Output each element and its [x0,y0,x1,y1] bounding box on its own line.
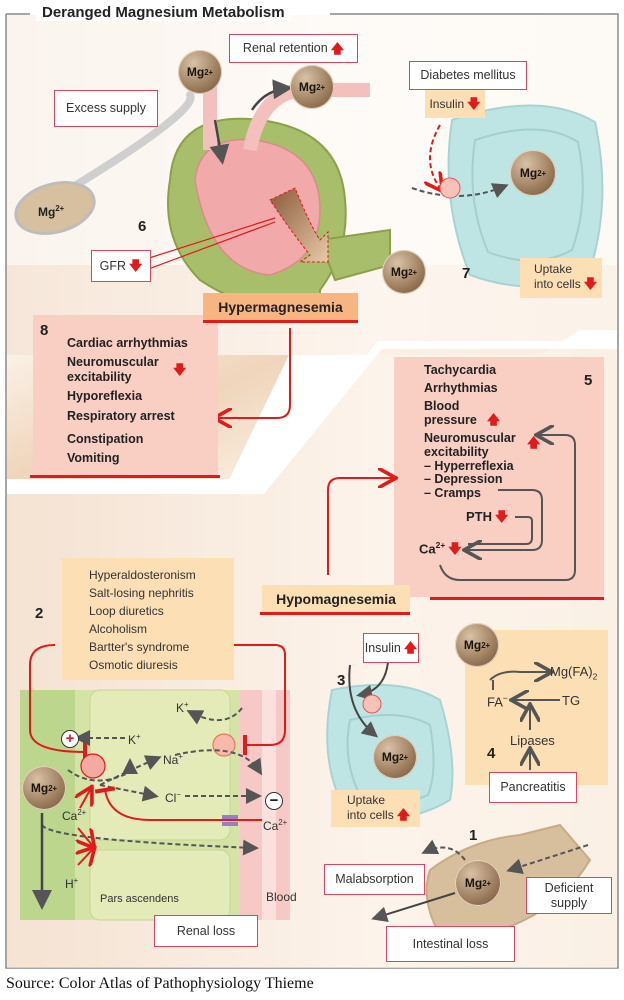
hypermagnesemia-header: Hypermagnesemia [203,293,358,320]
arrow-up-icon: 🡅 [486,412,501,428]
nkcc-transporter [80,753,106,779]
arrow-up-icon: 🡅 [527,435,541,450]
arrow-down-icon: 🡇 [495,509,509,524]
h-ion-label: H+ [65,876,79,891]
symptom-item: Vomiting [67,451,120,466]
mg-fa-label: Mg(FA)2 [550,664,598,682]
section-number-2: 2 [35,605,44,622]
figure-title: Deranged Magnesium Metabolism [36,4,291,21]
arrow-up-icon: 🡅 [396,807,411,823]
plus-charge-icon: + [61,730,79,748]
pars-ascendens-label: Pars ascendens [100,893,179,905]
minus-charge-icon: − [265,792,283,810]
cause-item: Hyperaldosteronism [89,568,196,582]
ca-ion-label-blood: Ca2+ [263,818,288,833]
intestinal-loss-box: Intestinal loss [386,926,515,962]
frame-border [5,13,619,969]
malabsorption-box: Malabsorption [324,864,425,895]
cause-item: Osmotic diuresis [89,658,178,672]
symptom-item: – Hyperreflexia [424,458,514,473]
section-number-3: 3 [337,672,346,689]
ca-ion-label-lumen: Ca2+ [62,808,87,823]
arrow-down-icon: 🡇 [583,276,598,292]
arrow-down-icon: 🡇 [467,96,481,112]
tubule-cell-upper [89,689,231,841]
symptom-item: Constipation [67,431,144,446]
renal-loss-causes-box: Hyperaldosteronism Salt-losing nephritis… [62,558,234,680]
insulin-receptor-3 [362,694,382,714]
section-number-6: 6 [138,218,147,235]
fatty-acid-label: FA− [487,693,508,710]
symptom-item: Arrhythmias [424,380,498,395]
section-number-4: 4 [487,745,496,762]
arrow-down-icon: 🡇 [448,541,462,557]
cause-item: Salt-losing nephritis [89,586,194,600]
symptom-item: Cardiac arrhythmias [67,336,188,350]
calcium-label: Ca2+🡇 [419,540,462,557]
gfr-box: GFR🡇 [91,250,151,282]
arrow-up-icon: 🡅 [330,40,345,56]
lipases-label: Lipases [510,733,555,748]
section-number-8: 8 [40,322,49,339]
arrow-down-icon: 🡇 [173,362,187,378]
k-ion-label-blood: K+ [176,700,189,715]
arrow-down-icon: 🡇 [129,258,143,274]
symptom-item: Neuromuscular🡅excitability [424,431,541,459]
excess-supply-box: Excess supply [54,90,158,127]
glomerulus-capillaries [194,138,321,276]
cause-item: Alcoholism [89,622,148,636]
na-ion-label: Na+ [163,752,183,767]
tubule-cell-lower [89,849,231,921]
cl-ion-label: Cl− [165,790,181,805]
cause-item: Bartter's syndrome [89,640,190,654]
symptom-item: – Depression [424,472,503,487]
pth-label: PTH🡇 [466,509,509,524]
symptom-item: Respiratory arrest [67,408,175,423]
diabetes-mellitus-box: Diabetes mellitus [409,61,527,90]
source-caption: Source: Color Atlas of Pathophysiology T… [6,975,314,992]
pancreatitis-box: Pancreatitis [489,772,577,803]
arrow-up-icon: 🡅 [403,640,418,656]
section5-panel [394,357,604,597]
insulin-down-box: Insulin🡇 [425,90,485,118]
cause-item: Loop diuretics [89,604,164,618]
section-number-7: 7 [462,265,471,282]
section-number-5: 5 [584,372,593,389]
blood-label: Blood [266,890,297,904]
renal-retention-box: Renal retention🡅 [229,34,358,63]
section-number-1: 1 [469,827,478,844]
renal-loss-box: Renal loss [154,915,258,947]
triglyceride-label: TG [562,693,581,708]
spoon [56,91,195,199]
symptom-item: – Cramps [424,486,481,500]
hypomagnesemia-header: Hypomagnesemia [262,585,410,612]
spoon-mg-label: Mg2+ [38,204,65,219]
insulin-up-box: Insulin🡅 [363,633,419,663]
symptom-item: Hyporeflexia [67,389,143,404]
symptom-item: Tachycardia [424,363,497,377]
k-ion-label-cell: K+ [128,732,141,747]
insulin-receptor-7 [439,177,461,199]
section8-panel [33,315,218,475]
